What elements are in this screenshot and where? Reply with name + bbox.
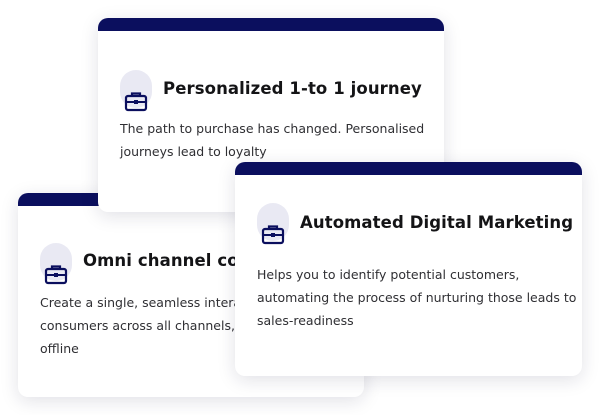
card-title: Omni channel co: [83, 251, 239, 270]
feature-card-personalized-journey: Personalized 1-to 1 journey The path to …: [98, 18, 444, 212]
briefcase-icon: [120, 70, 152, 112]
briefcase-icon: [40, 243, 72, 285]
description-line: Helps you to identify potential customer…: [257, 267, 520, 282]
description-line: sales-readiness: [257, 313, 354, 328]
description-line: consumers across all channels, bo: [40, 318, 255, 333]
card-title: Personalized 1-to 1 journey: [163, 79, 422, 98]
briefcase-icon: [257, 203, 289, 245]
description-line: journeys lead to loyalty: [120, 144, 267, 159]
card-description: The path to purchase has changed. Person…: [120, 117, 425, 163]
card-description: Create a single, seamless interact consu…: [40, 291, 325, 360]
feature-card-automated-marketing: Automated Digital Marketing Helps you to…: [235, 162, 582, 376]
description-line: automating the process of nurturing thos…: [257, 290, 577, 305]
description-line: The path to purchase has changed. Person…: [120, 121, 425, 136]
card-title: Automated Digital Marketing: [300, 213, 574, 232]
card-description: Helps you to identify potential customer…: [257, 263, 577, 332]
description-line: Create a single, seamless interact: [40, 295, 253, 310]
description-line: offline: [40, 341, 79, 356]
